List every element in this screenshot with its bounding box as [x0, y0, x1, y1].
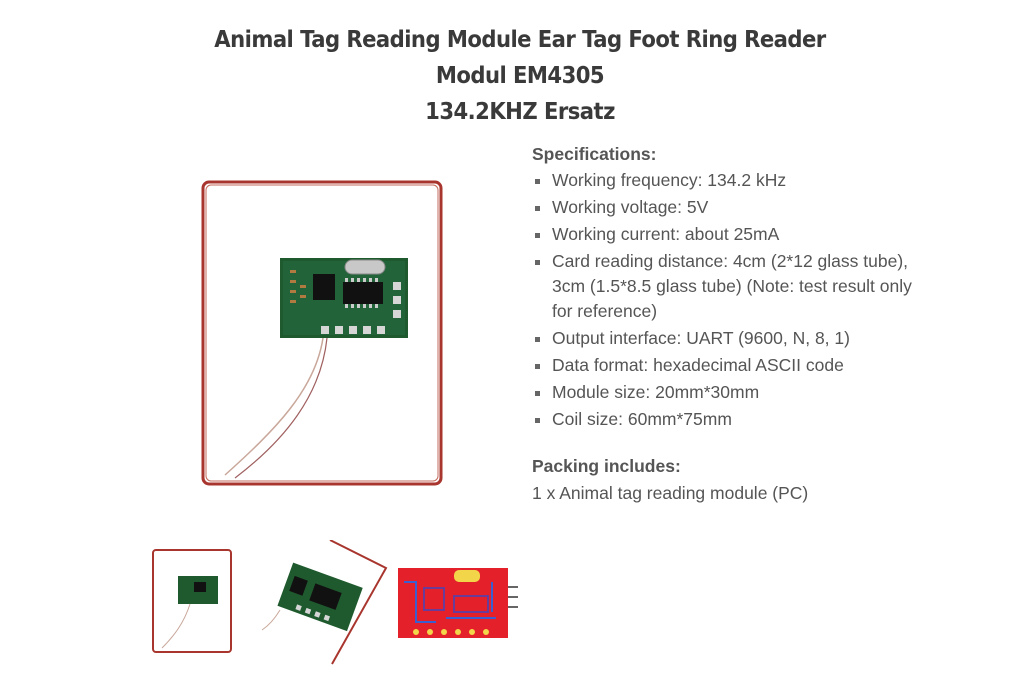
thumbnail-2[interactable]	[260, 539, 388, 665]
spec-item: Working current: about 25mA	[532, 222, 912, 247]
product-title-line-2: 134.2KHZ Ersatz	[425, 99, 615, 125]
coil-reader-module-image	[201, 180, 443, 486]
thumbnail-1[interactable]	[150, 548, 234, 656]
spec-item: Coil size: 60mm*75mm	[532, 407, 912, 432]
specifications-list: Working frequency: 134.2 kHz Working vol…	[532, 168, 912, 432]
spec-item: Module size: 20mm*30mm	[532, 380, 912, 405]
packing-heading: Packing includes:	[532, 456, 681, 476]
spec-item: Working frequency: 134.2 kHz	[532, 168, 912, 193]
packing-text: 1 x Animal tag reading module (PC)	[532, 483, 809, 503]
spec-item: Output interface: UART (9600, N, 8, 1)	[532, 326, 912, 351]
packing-section: Packing includes: 1 x Animal tag reading…	[532, 454, 912, 506]
thumbnail-gallery	[150, 539, 530, 665]
product-title: Animal Tag Reading Module Ear Tag Foot R…	[180, 22, 861, 130]
product-title-line-1: Animal Tag Reading Module Ear Tag Foot R…	[214, 27, 826, 89]
specifications-section: Specifications: Working frequency: 134.2…	[532, 142, 912, 506]
angled-module-photo-icon	[261, 539, 388, 665]
spec-item: Working voltage: 5V	[532, 195, 912, 220]
main-product-image	[195, 170, 455, 495]
specifications-heading: Specifications:	[532, 144, 657, 164]
thumbnail-3[interactable]	[396, 562, 526, 662]
spec-item: Card reading distance: 4cm (2*12 glass t…	[532, 249, 912, 324]
pcb-layout-photo-icon	[398, 568, 518, 638]
coil-module-photo-icon	[152, 549, 232, 653]
spec-item: Data format: hexadecimal ASCII code	[532, 353, 912, 378]
